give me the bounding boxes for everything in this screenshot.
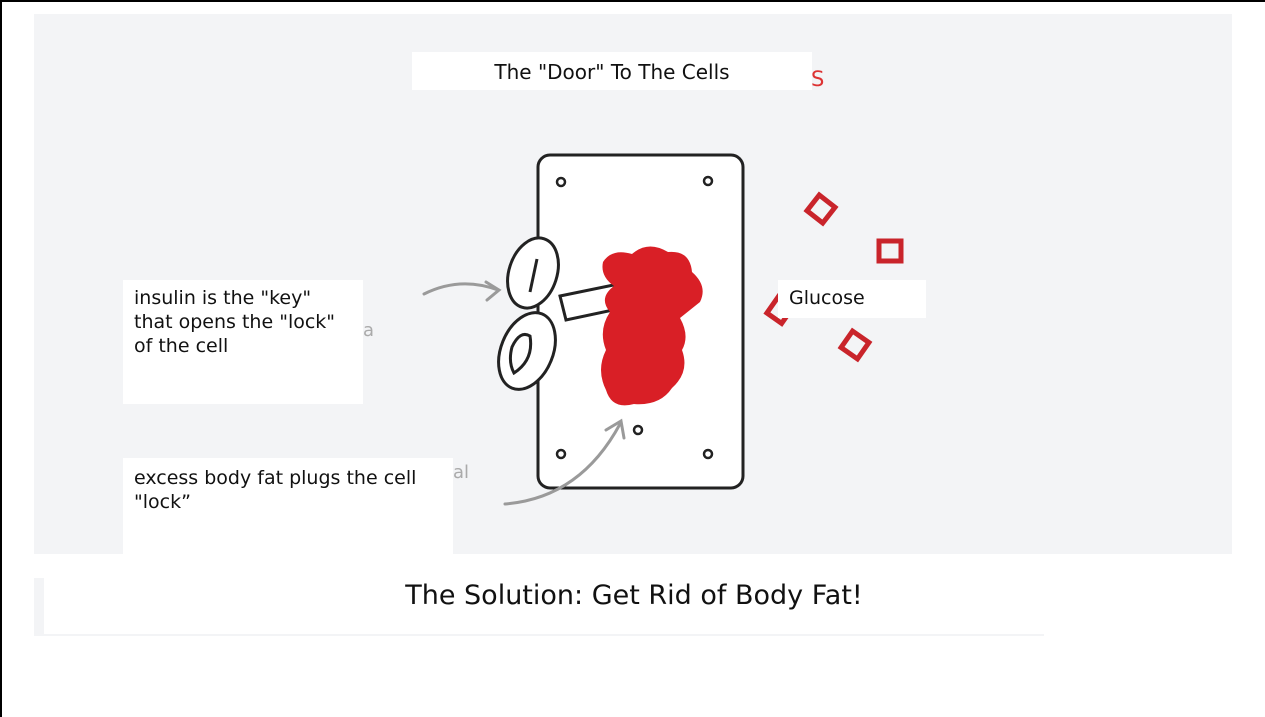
- diagram-title: The "Door" To The Cells: [412, 52, 812, 90]
- insulin-key-label: insulin is the "key" that opens the "loc…: [123, 280, 363, 404]
- slide-caption: The Solution: Get Rid of Body Fat!: [44, 580, 1224, 611]
- glucose-square-icon: [807, 195, 835, 223]
- title-stray-letter: S: [811, 67, 824, 91]
- glucose-label: Glucose: [778, 280, 926, 318]
- body-fat-stray-text: al: [453, 462, 469, 483]
- insulin-stray-text: a: [363, 320, 374, 341]
- insulin-key-text: insulin is the "key" that opens the "loc…: [134, 287, 335, 357]
- glucose-square-icon: [879, 241, 901, 261]
- glucose-square-icon: [841, 331, 869, 359]
- arrow-icon: [424, 282, 499, 300]
- body-fat-text: excess body fat plugs the cell "lock”: [134, 467, 416, 513]
- body-fat-label: excess body fat plugs the cell "lock”: [123, 458, 453, 554]
- glucose-molecules: [767, 195, 901, 359]
